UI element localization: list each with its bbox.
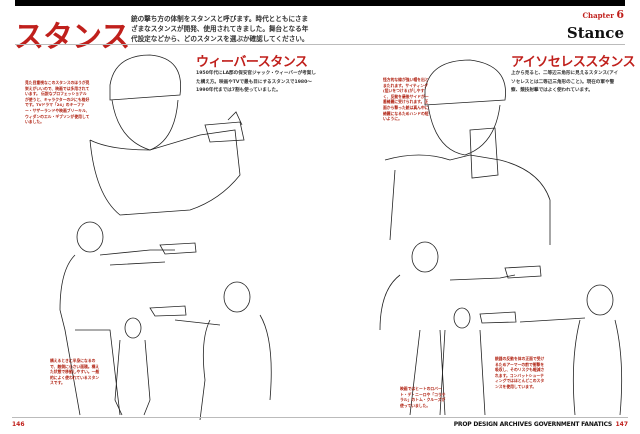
- chapter-label: Chapter 6: [582, 8, 624, 21]
- divider: [15, 44, 625, 45]
- intro-text: 銃の撃ち方の体制をスタンスと呼びます。時代とともにさまざまなスタンスが開発、使用…: [131, 15, 309, 43]
- series-title: PROP DESIGN ARCHIVES GOVERNMENT FANATICS: [453, 421, 612, 428]
- weaver-note-bottom: 構えるときに半身になるので、敵側に小さい面積。構えた状態で移動しやすい。一般的に…: [50, 358, 100, 386]
- weaver-description: 1950年代にLA郡の保安官ジャック・ウィーバーが考案した構え方。映画やTVで最…: [196, 71, 316, 93]
- page-title: スタンス: [14, 20, 130, 55]
- top-bar: [15, 0, 625, 6]
- footer-line: [12, 417, 628, 418]
- section-title: Stance: [566, 24, 624, 42]
- isosceles-illustration-top: [384, 59, 551, 245]
- isosceles-note-bottom-left: 映画ではヒートのロバート・デ・ニーロや「コラテラル」のトム・クルーズが使っていま…: [400, 386, 446, 408]
- weaver-note-top: 見た目重視なこのスタンスのほうが見栄えがいいので、映画では多用されています。 伝…: [25, 80, 90, 125]
- isosceles-heading: アイソセレススタンス: [511, 55, 636, 70]
- weaver-heading: ウィーバースタンス: [196, 55, 308, 70]
- weaver-illustration-top: [89, 54, 245, 216]
- weaver-illustration-bottom-left: [59, 221, 197, 416]
- page-number-right: 147: [615, 421, 628, 428]
- isosceles-note-top: 怪方的な線が強い帽を出とまたれます。サイティング(狙いをつける)がしやすく、反動…: [383, 77, 429, 122]
- isosceles-illustration-bottom-left: [379, 241, 542, 416]
- weaver-illustration-bottom-right: [114, 281, 272, 421]
- isosceles-note-bottom-right: 銃器の反動を体の正面で受けるためアーマーの前で衝撃を吸収し、そのリスクも軽減され…: [495, 356, 545, 389]
- isosceles-description: 上から見ると、二等辺三角形に見えるスタンス(アイソセレスとは二等辺三角形のこと)…: [511, 71, 619, 93]
- chapter-number: 6: [616, 8, 624, 21]
- isosceles-illustration-bottom-right: [439, 284, 623, 416]
- page-number-left: 146: [12, 421, 25, 428]
